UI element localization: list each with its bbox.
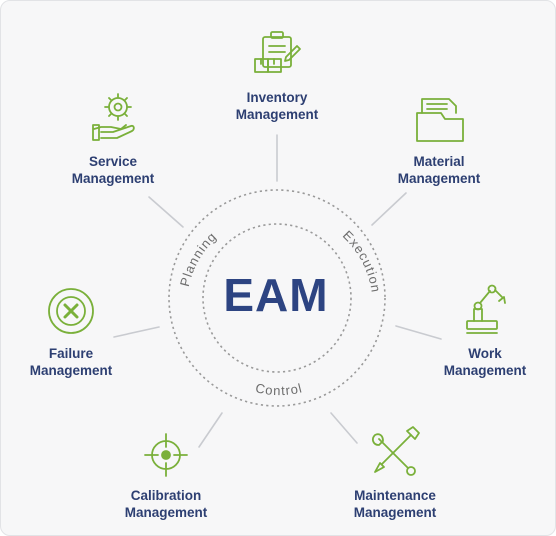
- crosshair-target-icon: [144, 433, 188, 477]
- folder-icon: [416, 98, 464, 142]
- ring-word-control: Control: [254, 380, 304, 398]
- inner-dotted-ring: [202, 223, 352, 373]
- outer-dotted-ring: [168, 189, 386, 407]
- center-title: EAM: [223, 269, 329, 321]
- connector-material: [371, 192, 407, 226]
- connector-work: [395, 325, 442, 340]
- x-circle-icon: [48, 288, 94, 334]
- connector-calibration: [198, 412, 223, 448]
- connector-failure: [113, 326, 160, 338]
- connector-service: [148, 196, 184, 228]
- wrench-screwdriver-icon: [372, 426, 420, 476]
- clipboard-boxes-icon: [254, 31, 301, 73]
- gear-hand-icon: [92, 93, 135, 141]
- robot-arm-icon: [466, 284, 506, 334]
- connector-maintenance: [330, 412, 358, 444]
